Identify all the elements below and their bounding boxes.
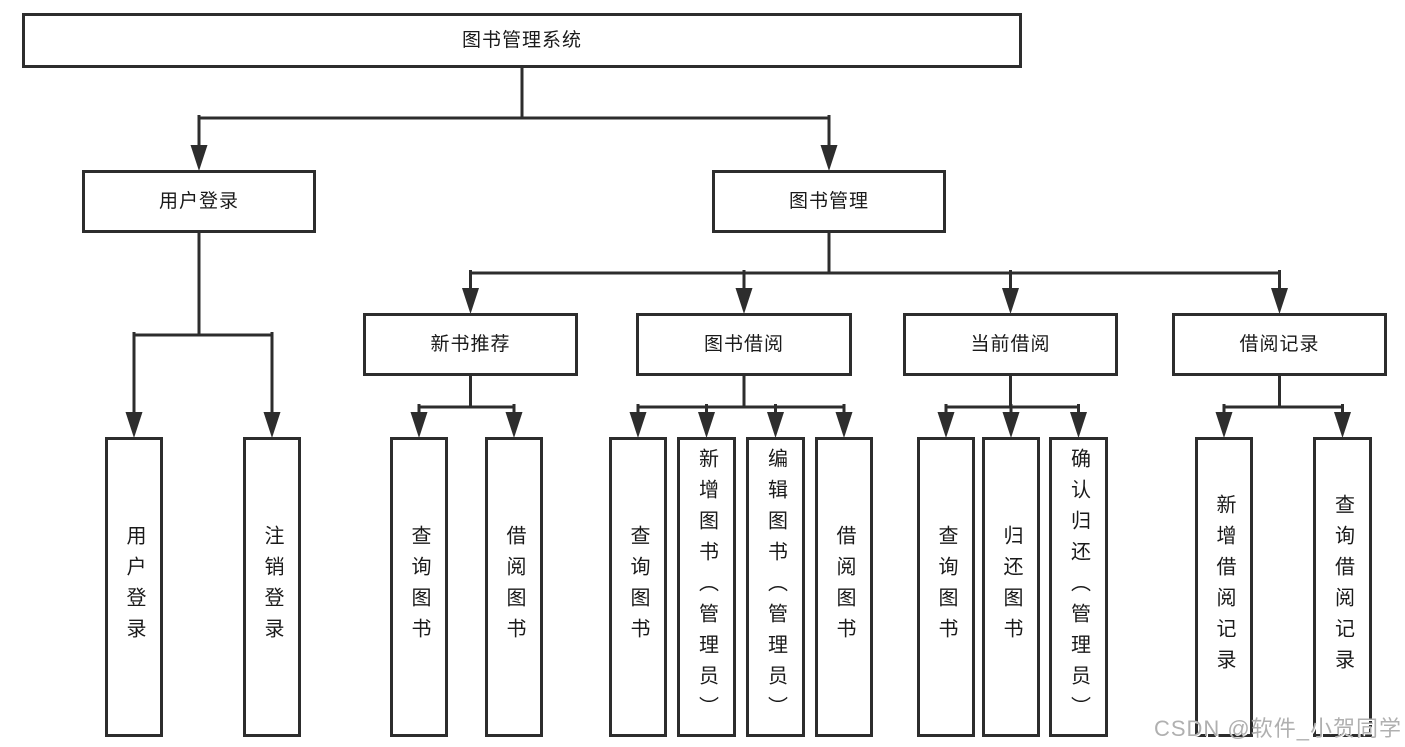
node-label: 用户登录 <box>123 525 145 649</box>
node-return-books: 归还图书 <box>982 437 1040 737</box>
node-label: 用户登录 <box>158 191 239 212</box>
node-query-books-1: 查询图书 <box>390 437 448 737</box>
node-label: 图书借阅 <box>703 334 784 355</box>
node-label: 新增借阅记录 <box>1213 494 1235 680</box>
node-label: 借阅图书 <box>503 525 525 649</box>
node-label: 确认归还（管理员） <box>1067 447 1090 727</box>
node-book-borrow: 图书借阅 <box>636 313 852 376</box>
node-label: 当前借阅 <box>970 334 1051 355</box>
node-query-borrow-record: 查询借阅记录 <box>1313 437 1372 737</box>
node-label: 注销登录 <box>261 525 283 649</box>
node-user-login-op: 用户登录 <box>105 437 163 737</box>
node-current-borrow: 当前借阅 <box>903 313 1118 376</box>
node-label: 查询图书 <box>935 525 957 649</box>
node-borrow-records: 借阅记录 <box>1172 313 1387 376</box>
node-label: 图书管理系统 <box>461 30 582 51</box>
node-label: 借阅图书 <box>833 525 855 649</box>
node-label: 借阅记录 <box>1239 334 1320 355</box>
node-label: 图书管理 <box>788 191 869 212</box>
node-label: 新书推荐 <box>430 334 511 355</box>
node-borrow-books-1: 借阅图书 <box>485 437 543 737</box>
node-label: 编辑图书（管理员） <box>764 447 787 727</box>
node-book-management: 图书管理 <box>712 170 946 233</box>
node-label: 查询图书 <box>627 525 649 649</box>
node-label: 查询借阅记录 <box>1331 494 1354 680</box>
node-label: 查询图书 <box>408 525 430 649</box>
node-label: 新增图书（管理员） <box>695 447 718 727</box>
node-add-borrow-record: 新增借阅记录 <box>1195 437 1253 737</box>
node-library-management-system: 图书管理系统 <box>22 13 1022 68</box>
node-logout-op: 注销登录 <box>243 437 301 737</box>
node-borrow-books-2: 借阅图书 <box>815 437 873 737</box>
node-add-book-admin: 新增图书（管理员） <box>677 437 736 737</box>
node-edit-book-admin: 编辑图书（管理员） <box>746 437 805 737</box>
node-confirm-return-admin: 确认归还（管理员） <box>1049 437 1108 737</box>
node-user-login: 用户登录 <box>82 170 316 233</box>
node-query-books-3: 查询图书 <box>917 437 975 737</box>
node-label: 归还图书 <box>1000 525 1022 649</box>
node-new-book-recommend: 新书推荐 <box>363 313 578 376</box>
node-query-books-2: 查询图书 <box>609 437 667 737</box>
